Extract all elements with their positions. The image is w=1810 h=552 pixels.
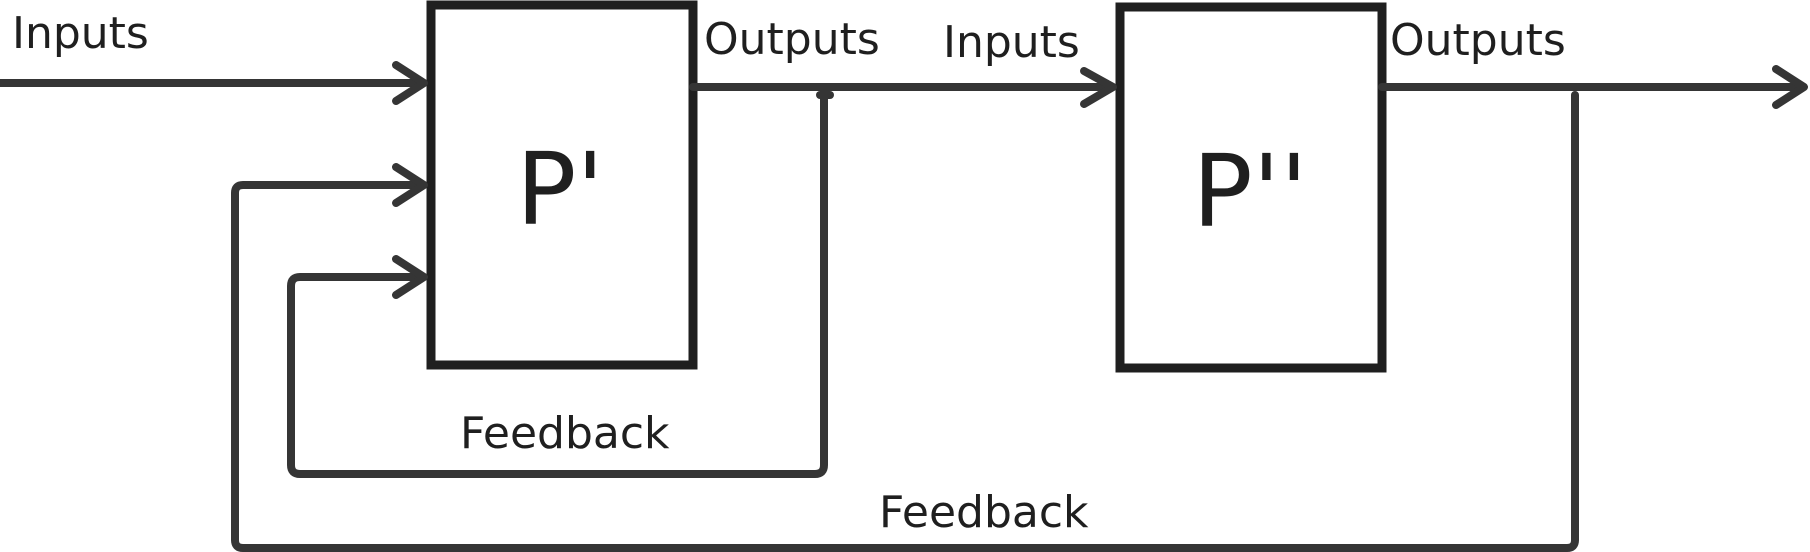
connector-arrowhead — [1080, 67, 1117, 108]
process-box-p-double-prime — [1115, 2, 1387, 373]
process-label-p-prime: P' — [516, 131, 604, 248]
feedback-outer-arrowhead — [392, 163, 428, 207]
outputs-label-1: Outputs — [704, 14, 880, 65]
feedback-inner-arrowhead — [392, 255, 428, 299]
feedback-loop-inner — [287, 91, 828, 478]
inputs-label-2: Inputs — [943, 17, 1080, 68]
inputs-label-1: Inputs — [12, 8, 149, 59]
process-box-p-prime — [426, 0, 698, 370]
output-arrowhead-2 — [1772, 65, 1808, 109]
process-label-p-double-prime: P'' — [1192, 133, 1307, 250]
input-arrowhead-1 — [392, 61, 428, 105]
feedback-label-outer: Feedback — [879, 487, 1089, 538]
feedback-loop-outer — [231, 91, 1579, 552]
feedback-label-inner: Feedback — [460, 408, 670, 459]
outputs-label-2: Outputs — [1390, 15, 1566, 66]
